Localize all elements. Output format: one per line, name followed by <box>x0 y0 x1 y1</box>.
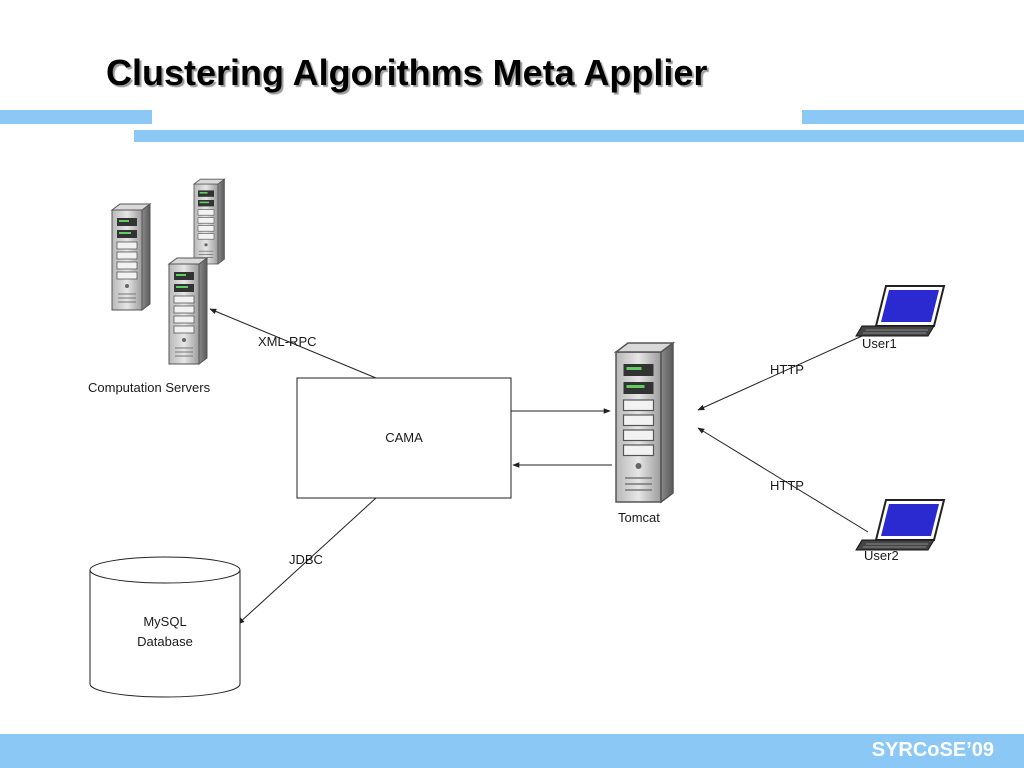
footer-bar <box>0 734 1024 768</box>
cama-box <box>296 377 512 499</box>
http-label-1: HTTP <box>770 362 804 377</box>
http-label-2: HTTP <box>770 478 804 493</box>
user1-label: User1 <box>862 336 897 351</box>
header-bar-long <box>134 130 1024 142</box>
database-label-line1: MySQL <box>143 614 186 629</box>
xmlrpc-label: XML-RPC <box>258 334 317 349</box>
xmlrpc-arrow <box>209 308 377 379</box>
user2-laptop-icon <box>855 499 945 551</box>
tomcat-label: Tomcat <box>618 510 660 525</box>
database-label-line2: Database <box>137 634 193 649</box>
tomcat-server-icon <box>615 342 674 503</box>
jdbc-label: JDBC <box>289 552 323 567</box>
mysql-database-icon <box>89 556 241 698</box>
user2-http-arrow <box>697 427 869 533</box>
slide-title: Clustering Algorithms Meta Applier <box>106 52 708 93</box>
computation-server-icon <box>168 257 208 365</box>
computation-servers-label: Computation Servers <box>88 380 211 395</box>
user2-label: User2 <box>864 548 899 563</box>
footer-label: SYRCoSE’09 <box>871 739 994 761</box>
jdbc-arrow <box>237 497 377 625</box>
user1-laptop-icon <box>855 285 945 337</box>
cama-label: CAMA <box>385 430 423 445</box>
computation-server-icon <box>111 203 151 311</box>
computation-server-icon <box>193 178 225 265</box>
header-bar-right <box>802 110 1024 124</box>
header-bar-left <box>0 110 152 124</box>
user1-http-arrow <box>697 335 863 411</box>
